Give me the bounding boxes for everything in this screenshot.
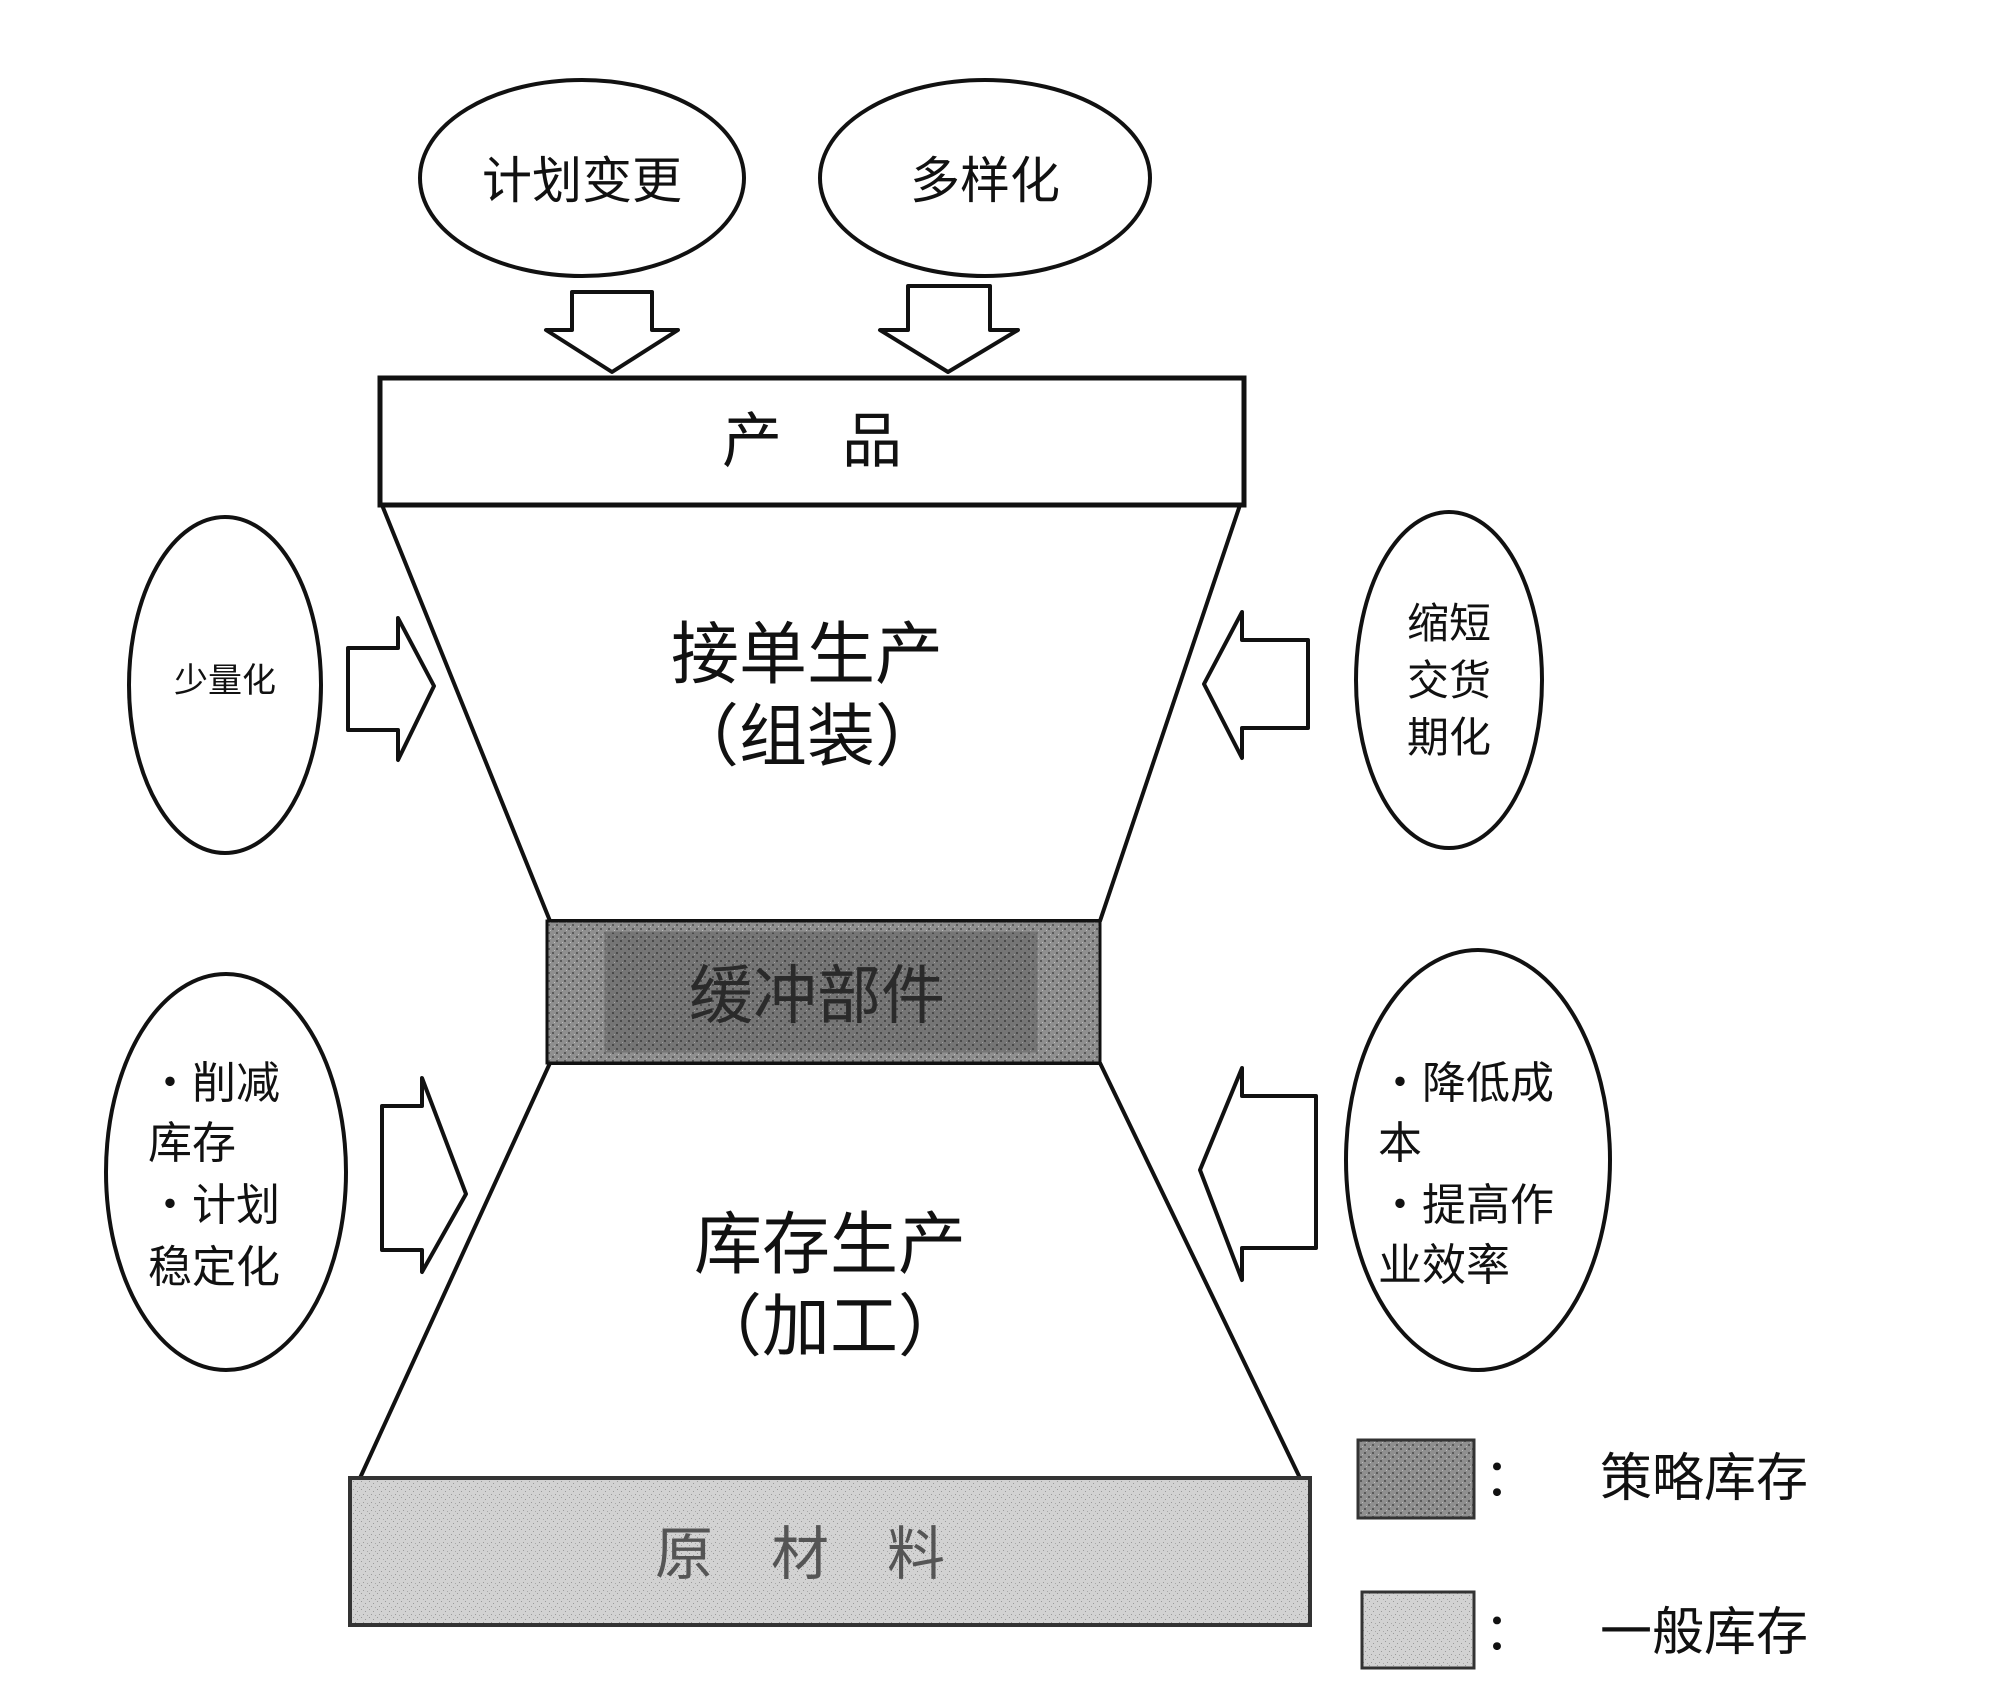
processing-stage-title: 库存生产 (694, 1206, 966, 1285)
factor-inventory-reduction-line: ・削减 (148, 1058, 280, 1109)
arrow-left-lower-icon (1198, 1066, 1318, 1282)
legend-general-separator: ： (1484, 1603, 1536, 1663)
factor-inventory-reduction-line: ・计划 (148, 1180, 280, 1231)
product-box (377, 375, 1247, 508)
factor-inventory-reduction-line: 稳定化 (148, 1242, 280, 1293)
factor-short-delivery-ellipse (1354, 510, 1544, 850)
driver-plan-change-ellipse (418, 78, 746, 278)
driver-diversification-label: 多样化 (910, 152, 1060, 210)
legend-strategic-swatch (1356, 1438, 1476, 1520)
legend-general-label: 一般库存 (1600, 1603, 1808, 1663)
raw-material-box (348, 1476, 1312, 1627)
arrow-right-upper-icon (346, 616, 436, 762)
processing-stage-subtitle: （加工） (694, 1288, 966, 1367)
legend-general-swatch (1360, 1590, 1476, 1670)
arrow-right-lower-icon (380, 1076, 468, 1274)
factor-short-delivery-line: 缩短 (1407, 599, 1491, 648)
raw-material-label: 原 材 料 (655, 1520, 945, 1588)
legend-strategic-label: 策略库存 (1600, 1449, 1808, 1509)
legend-strategic-separator: ： (1484, 1449, 1536, 1509)
factor-small-lot-line: 少量化 (174, 661, 276, 701)
factor-short-delivery-line: 期化 (1407, 713, 1491, 762)
buffer-parts-inner (604, 931, 1038, 1053)
arrow-down-right-icon (878, 284, 1020, 374)
arrow-down-left-icon (544, 290, 680, 374)
factor-cost-efficiency-ellipse (1344, 948, 1612, 1372)
factor-cost-efficiency-line: 业效率 (1378, 1240, 1510, 1291)
factor-short-delivery-line: 交货 (1407, 656, 1491, 705)
assembly-stage-title: 接单生产 (671, 616, 943, 695)
factor-inventory-reduction-line: 库存 (148, 1118, 236, 1169)
factor-cost-efficiency-line: ・提高作 (1378, 1180, 1554, 1231)
product-label: 产 品 (722, 407, 902, 477)
driver-plan-change-label: 计划变更 (482, 152, 682, 210)
assembly-stage-subtitle: （组装） (671, 698, 943, 777)
factor-cost-efficiency-line: ・降低成 (1378, 1058, 1554, 1109)
arrow-left-upper-icon (1202, 610, 1310, 760)
buffer-parts-label: 缓冲部件 (689, 960, 945, 1034)
factor-inventory-reduction-ellipse (104, 972, 348, 1372)
factor-cost-efficiency-line: 本 (1378, 1118, 1422, 1169)
factor-small-lot-ellipse (127, 515, 323, 855)
driver-diversification-ellipse (818, 78, 1152, 278)
